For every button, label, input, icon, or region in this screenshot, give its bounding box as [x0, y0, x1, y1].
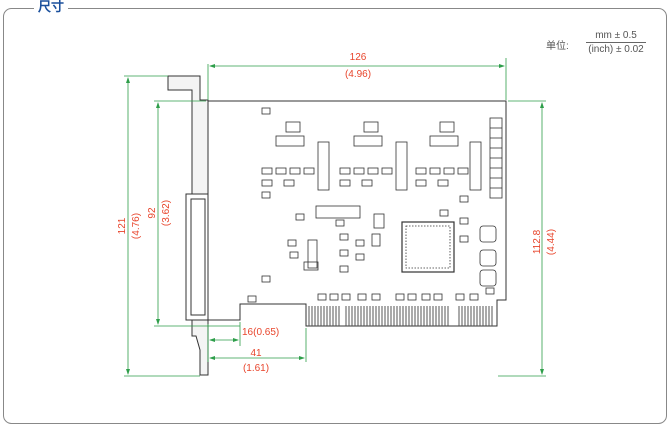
- dim-offset-bottom-mm: 41: [250, 348, 262, 359]
- drawing-border: [3, 8, 667, 424]
- unit-legend: 单位: mm ± 0.5 (inch) ± 0.02: [546, 30, 646, 60]
- unit-label: 单位:: [546, 41, 569, 52]
- dim-offset-small: 16(0.65): [242, 327, 279, 338]
- pcb-board: [207, 100, 507, 327]
- dim-height-left-inner-inch: (3.62): [161, 200, 172, 226]
- unit-numerator: mm ± 0.5: [586, 30, 646, 43]
- pcb-components: [247, 107, 503, 303]
- dim-height-right-inch: (4.44): [546, 229, 557, 255]
- dim-height-right-mm: 112.8: [532, 229, 543, 254]
- dim-height-left-outer-inch: (4.76): [131, 213, 142, 239]
- dim-offset-bottom-inch: (1.61): [243, 363, 269, 374]
- dim-height-left-outer-mm: 121: [117, 217, 128, 234]
- pcb-gold-fingers: [308, 306, 493, 326]
- dim-height-left-inner-mm: 92: [147, 207, 158, 219]
- dim-width-inch: (4.96): [345, 69, 371, 80]
- unit-denominator: (inch) ± 0.02: [588, 44, 644, 55]
- dim-width-mm: 126: [350, 52, 367, 63]
- dimension-arrowheads: [126, 64, 544, 375]
- section-title: 尺寸: [34, 0, 69, 15]
- dimension-lines: [124, 58, 546, 377]
- dimension-labels: 126 (4.96) 112.8 (4.44) 121 (4.76) 92 (3…: [117, 52, 557, 374]
